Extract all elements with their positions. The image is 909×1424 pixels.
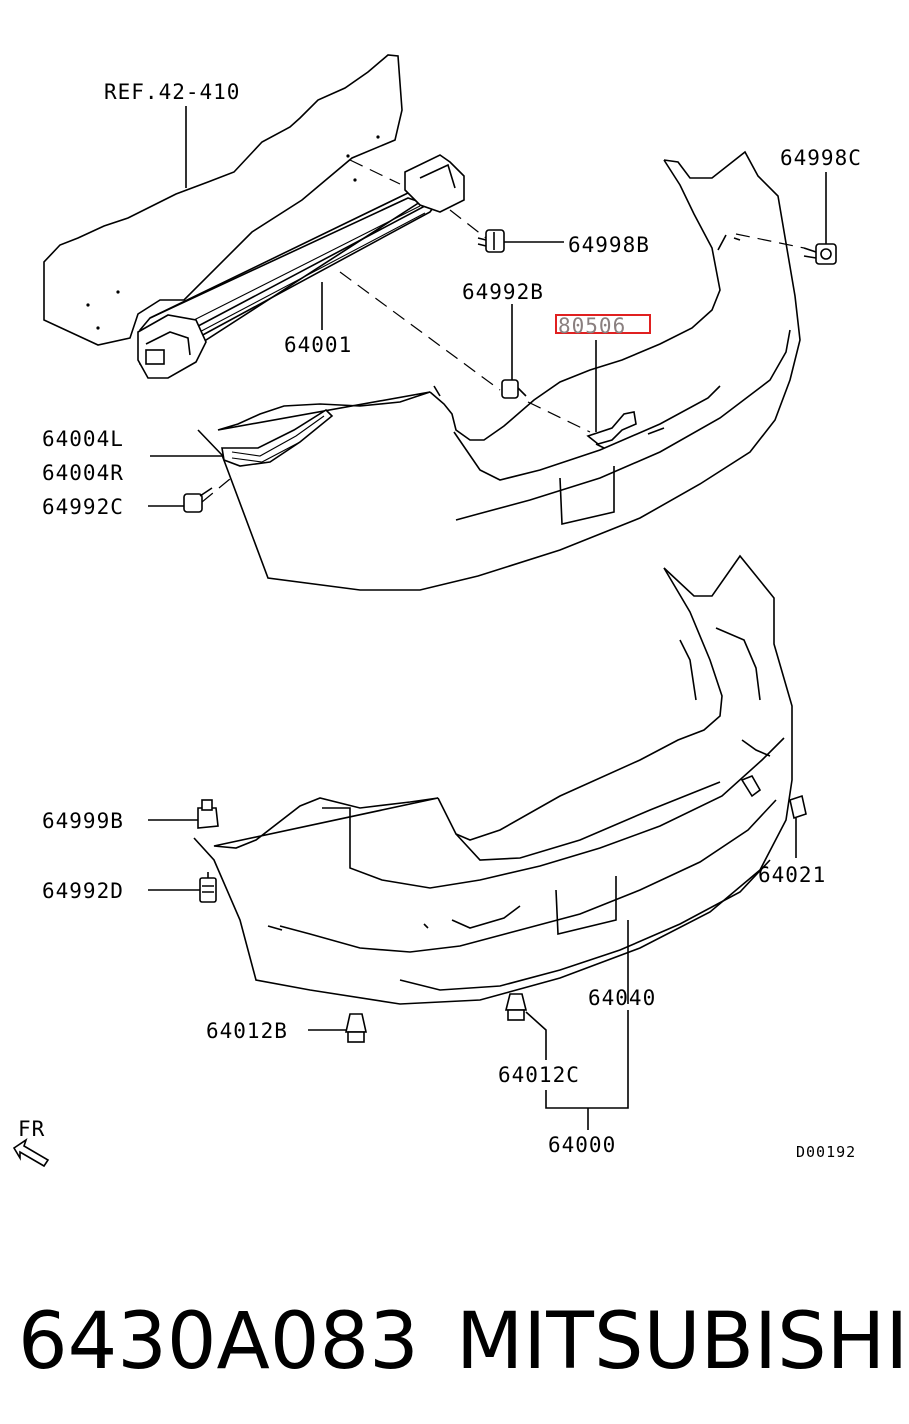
label-64004L: 64004L xyxy=(42,427,124,451)
front-arrow-icon xyxy=(12,1138,50,1168)
label-64992B: 64992B xyxy=(462,280,544,304)
clip-64999B-icon xyxy=(197,799,219,829)
label-64012C: 64012C xyxy=(498,1063,580,1087)
label-64999B: 64999B xyxy=(42,809,124,833)
diagram-code: D00192 xyxy=(796,1143,856,1161)
label-64001: 64001 xyxy=(284,333,352,357)
label-80506: 80506 xyxy=(558,314,626,338)
label-fr: FR xyxy=(18,1117,45,1141)
label-64021: 64021 xyxy=(758,863,826,887)
label-64004R: 64004R xyxy=(42,461,124,485)
label-64992C: 64992C xyxy=(42,495,124,519)
label-64998C: 64998C xyxy=(780,146,862,170)
label-64000: 64000 xyxy=(548,1133,616,1157)
part-number: 6430A083 xyxy=(18,1297,419,1387)
bumper-upper-outline xyxy=(197,150,801,591)
label-64012B: 64012B xyxy=(206,1019,288,1043)
clip-64012C-icon xyxy=(504,993,528,1021)
label-64998B: 64998B xyxy=(568,233,650,257)
bumper-fascia-64040 xyxy=(193,554,793,1005)
assembly-lines xyxy=(201,159,805,503)
label-64040: 64040 xyxy=(588,986,656,1010)
highlight-box xyxy=(555,314,651,334)
label-64992D: 64992D xyxy=(42,879,124,903)
leader-lines xyxy=(148,106,827,1130)
nut-64992B-icon xyxy=(501,379,527,399)
label-ref: REF.42-410 xyxy=(104,80,240,104)
clip-64021-icon xyxy=(789,794,807,820)
bolt-64998B-icon xyxy=(477,229,505,253)
clip-64012B-icon xyxy=(345,1013,367,1043)
side-bracket-64004 xyxy=(221,408,334,467)
screw-64992D-icon xyxy=(199,872,217,903)
bumper-reinforcement xyxy=(137,154,465,379)
bracket-80506 xyxy=(586,411,665,449)
body-panel-ref xyxy=(43,54,403,346)
bolt-64998C-icon xyxy=(803,243,837,265)
brand-name: MITSUBISHI xyxy=(456,1297,908,1387)
bolt-64992C-icon xyxy=(183,487,213,513)
